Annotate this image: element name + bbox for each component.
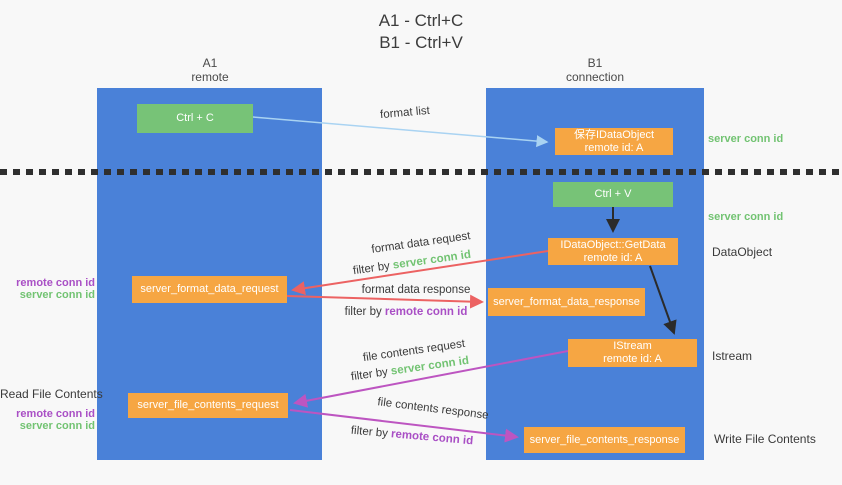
node-ctrl-c-label: Ctrl + C bbox=[176, 112, 214, 124]
node-server-file-contents-request: server_file_contents_request bbox=[128, 393, 288, 418]
label-format-list: format list bbox=[379, 104, 431, 122]
label-filter-remote-conn-id-1: filter by remote conn id bbox=[345, 306, 468, 318]
node-istream: IStream remote id: A bbox=[568, 339, 697, 367]
title-line-2: B1 - Ctrl+V bbox=[379, 33, 463, 52]
node-idataobject-getdata: IDataObject::GetData remote id: A bbox=[548, 238, 678, 265]
node-ctrl-c: Ctrl + C bbox=[137, 104, 253, 133]
label-file-contents-response: file contents response bbox=[376, 396, 490, 422]
node-server-format-data-request: server_format_data_request bbox=[132, 276, 287, 303]
title-line-1: A1 - Ctrl+C bbox=[378, 11, 464, 30]
node-idataobject-getdata-line1: IDataObject::GetData bbox=[560, 238, 666, 251]
left-format-conn-labels: remote conn id server conn id bbox=[0, 277, 95, 301]
dotted-separator-line bbox=[0, 169, 842, 175]
write-file-contents-label: Write File Contents bbox=[714, 432, 816, 446]
filter-prefix: filter by bbox=[350, 365, 392, 384]
node-server-format-data-response-label: server_format_data_response bbox=[493, 295, 640, 308]
node-save-idataobject-line1: 保存IDataObject bbox=[573, 128, 655, 141]
remote-conn-id-key: remote conn id bbox=[390, 428, 474, 448]
node-server-file-contents-response: server_file_contents_response bbox=[524, 427, 685, 453]
lane-header-a1: A1 remote bbox=[150, 56, 270, 84]
node-server-file-contents-request-label: server_file_contents_request bbox=[137, 399, 279, 411]
label-format-data-response: format data response bbox=[361, 284, 471, 296]
label-filter-server-conn-id-1: filter by server conn id bbox=[352, 249, 471, 277]
remote-conn-id-label: remote conn id bbox=[16, 408, 95, 420]
server-conn-id-key: server conn id bbox=[392, 248, 472, 272]
node-ctrl-v: Ctrl + V bbox=[553, 182, 673, 207]
label-filter-remote-conn-id-2: filter by remote conn id bbox=[350, 425, 473, 448]
node-istream-line2: remote id: A bbox=[603, 353, 662, 365]
read-file-contents-label: Read File Contents bbox=[0, 387, 103, 401]
server-conn-id-label-mid: server conn id bbox=[708, 211, 784, 223]
node-save-idataobject-line2: remote id: A bbox=[584, 141, 644, 154]
server-conn-id-label-top: server conn id bbox=[708, 133, 784, 145]
node-ctrl-v-label: Ctrl + V bbox=[594, 188, 632, 200]
server-conn-id-label: server conn id bbox=[19, 289, 95, 301]
filter-prefix: filter by bbox=[352, 259, 394, 278]
node-server-format-data-response: server_format_data_response bbox=[488, 288, 645, 316]
lane-b1-role: connection bbox=[565, 70, 625, 84]
remote-conn-id-key: remote conn id bbox=[384, 306, 468, 318]
filter-prefix: filter by bbox=[344, 306, 385, 318]
left-file-conn-labels: remote conn id server conn id bbox=[0, 408, 95, 432]
lane-b1-name: B1 bbox=[587, 56, 603, 70]
diagram-title: A1 - Ctrl+C B1 - Ctrl+V bbox=[0, 10, 842, 54]
lane-header-b1: B1 connection bbox=[535, 56, 655, 84]
lane-a1-name: A1 bbox=[202, 56, 218, 70]
lane-a1-role: remote bbox=[191, 70, 229, 84]
istream-label: Istream bbox=[712, 349, 753, 363]
node-istream-line1: IStream bbox=[613, 340, 652, 352]
node-save-idataobject: 保存IDataObject remote id: A bbox=[555, 128, 673, 155]
node-idataobject-getdata-line2: remote id: A bbox=[583, 251, 643, 264]
node-server-format-data-request-label: server_format_data_request bbox=[140, 283, 279, 295]
filter-prefix: filter by bbox=[350, 424, 392, 441]
dataobject-label: DataObject bbox=[712, 245, 773, 259]
server-conn-id-label: server conn id bbox=[19, 420, 95, 432]
remote-conn-id-label: remote conn id bbox=[16, 277, 95, 289]
node-server-file-contents-response-label: server_file_contents_response bbox=[529, 433, 680, 446]
